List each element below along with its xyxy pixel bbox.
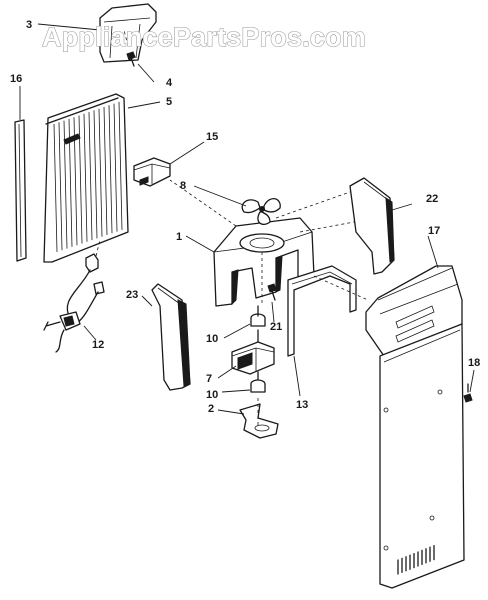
part-10-grommet-lower — [250, 379, 266, 393]
part-4-screw — [126, 51, 136, 67]
part-15-control-switch — [133, 157, 171, 187]
part-5-evaporator-cover — [43, 93, 129, 263]
leader-lines — [19, 23, 475, 426]
part-22-upper-duct — [349, 177, 395, 275]
callout-21: 21 — [270, 321, 282, 333]
callout-3: 3 — [26, 19, 32, 31]
part-1-fan-housing — [213, 217, 315, 307]
callout-18: 18 — [468, 357, 480, 369]
part-16-gasket-strip — [14, 119, 27, 262]
part-2-motor-bracket — [239, 403, 279, 439]
callout-8: 8 — [180, 180, 186, 192]
callout-4: 4 — [166, 77, 173, 89]
callout-17: 17 — [428, 225, 440, 237]
part-17-back-cover — [365, 265, 465, 589]
callout-10-upper: 10 — [206, 333, 218, 345]
part-10-grommet-upper — [250, 305, 266, 327]
callout-22: 22 — [426, 193, 438, 205]
callout-16: 16 — [10, 73, 22, 85]
part-8-fan-blade — [241, 198, 281, 226]
callout-2: 2 — [208, 403, 214, 415]
part-3-duct-cap — [99, 3, 157, 63]
part-13-u-channel — [287, 265, 357, 357]
callout-13: 13 — [296, 399, 308, 411]
part-23-side-duct — [151, 283, 191, 391]
watermark-text: AppliancePartsPros.com — [42, 22, 366, 52]
part-7-fan-motor — [231, 329, 275, 383]
callout-7: 7 — [206, 373, 212, 385]
part-18-screw — [463, 383, 473, 403]
callout-5: 5 — [166, 96, 172, 108]
callout-10-lower: 10 — [206, 389, 218, 401]
callout-23: 23 — [126, 289, 138, 301]
callout-labels: 3 4 5 16 15 8 1 23 12 10 21 7 10 2 13 22… — [10, 19, 480, 415]
callout-12: 12 — [92, 339, 104, 351]
part-21-screw — [267, 283, 277, 301]
part-12-wire-harness — [43, 253, 105, 353]
callout-1: 1 — [176, 231, 182, 243]
callout-15: 15 — [206, 131, 218, 143]
